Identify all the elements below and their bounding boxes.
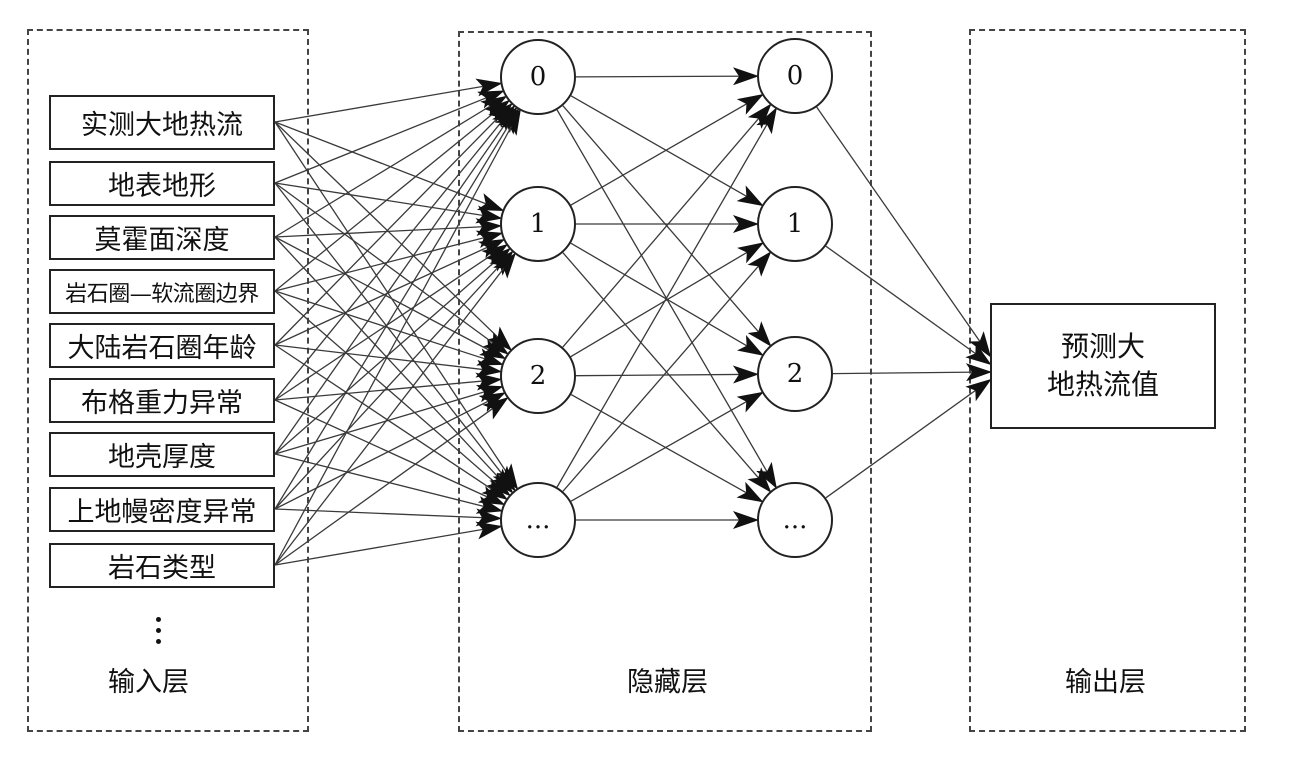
edge-h1n2-h2n2 — [575, 365, 760, 384]
edge-input0-h1n1 — [274, 121, 505, 211]
edge-input8-h1n3 — [274, 521, 503, 566]
edge-input2-h1n1 — [274, 218, 503, 238]
edge-input0-h1n2 — [274, 121, 513, 351]
edge-h1n3-h2n2 — [570, 391, 764, 502]
edge-input5-h1n2 — [274, 372, 503, 401]
edge-input7-h1n3 — [274, 508, 503, 527]
input-feature-8: 岩石类型 — [49, 543, 275, 588]
hidden2-node-1: 1 — [757, 186, 833, 262]
hidden1-node-1: 1 — [500, 186, 576, 262]
edge-input0-h1n0 — [274, 78, 503, 123]
output-label-line1: 预测大 — [1060, 330, 1145, 363]
edge-input8-h1n0 — [274, 108, 521, 566]
edge-input7-h1n1 — [274, 250, 514, 510]
more-inputs-ellipsis — [155, 614, 161, 647]
edge-h1n3-h2n0 — [556, 107, 777, 488]
edge-input3-h1n0 — [274, 99, 511, 292]
edge-input2-h1n0 — [274, 95, 508, 238]
edge-input2-h1n2 — [274, 236, 507, 360]
edge-input7-h1n0 — [274, 107, 520, 510]
edge-h1n0-h2n0 — [575, 67, 760, 86]
edge-input3-h1n1 — [274, 230, 504, 292]
edge-input7-h1n2 — [274, 392, 506, 510]
edge-input3-h1n2 — [274, 290, 504, 366]
hidden-layer-frame — [458, 31, 872, 732]
input-layer-frame — [27, 29, 309, 732]
input-feature-6: 地壳厚度 — [49, 432, 275, 477]
edge-input6-h1n3 — [274, 453, 504, 514]
edge-input4-h1n2 — [274, 344, 503, 378]
edge-input0-h1n3 — [274, 121, 519, 490]
output-label-line2: 地热流值 — [1046, 368, 1159, 401]
edge-input6-h1n0 — [274, 106, 518, 455]
edge-input4-h1n1 — [274, 239, 506, 346]
edge-input3-h1n3 — [274, 290, 511, 497]
hidden2-node-2: 2 — [757, 336, 833, 412]
input-feature-4: 大陆岩石圈年龄 — [49, 323, 275, 368]
edge-h1n2-h2n1 — [570, 242, 765, 358]
edge-input1-h1n1 — [274, 182, 503, 224]
edge-h1n3-h2n1 — [562, 251, 772, 492]
input-layer-label: 输入层 — [108, 667, 189, 698]
hidden-layer-label: 隐藏层 — [627, 667, 708, 698]
edge-input1-h1n2 — [274, 182, 509, 355]
edge-h1n1-h2n0 — [570, 93, 764, 206]
hidden1-node-0: 0 — [500, 39, 576, 115]
input-feature-5: 布格重力异常 — [49, 378, 275, 423]
edge-h2n2-output — [832, 363, 992, 382]
output-box: 预测大 地热流值 — [990, 303, 1216, 429]
edge-input4-h1n0 — [274, 102, 513, 346]
edge-input6-h1n2 — [274, 385, 504, 455]
output-layer-label: 输出层 — [1065, 667, 1146, 698]
edge-input1-h1n3 — [274, 182, 516, 492]
edge-input6-h1n1 — [274, 247, 511, 455]
edge-h2n1-output — [825, 245, 992, 366]
edge-input1-h1n0 — [274, 90, 505, 184]
input-feature-0: 实测大地热流 — [49, 95, 275, 150]
hidden2-node-0: 0 — [757, 38, 833, 114]
input-feature-3: 岩石圈—软流圈边界 — [49, 269, 275, 314]
edge-input5-h1n3 — [274, 399, 506, 506]
edge-h2n3-output — [825, 378, 992, 499]
edge-input4-h1n3 — [274, 344, 509, 501]
edge-input5-h1n1 — [274, 244, 509, 401]
edge-h2n0-output — [816, 106, 992, 358]
input-feature-7: 上地幔密度异常 — [49, 487, 275, 532]
input-feature-2: 莫霍面深度 — [49, 215, 275, 260]
edge-input5-h1n0 — [274, 104, 516, 401]
hidden1-node-2: 2 — [500, 338, 576, 414]
edge-h1n2-h2n0 — [562, 103, 772, 348]
edge-input8-h1n2 — [274, 397, 509, 566]
hidden1-node-more: ... — [500, 482, 576, 558]
hidden2-node-more: ... — [757, 482, 833, 558]
input-feature-1: 地表地形 — [49, 161, 275, 206]
edge-input2-h1n3 — [274, 236, 514, 494]
edge-input8-h1n1 — [274, 252, 517, 566]
edge-h1n2-h2n3 — [570, 394, 764, 503]
